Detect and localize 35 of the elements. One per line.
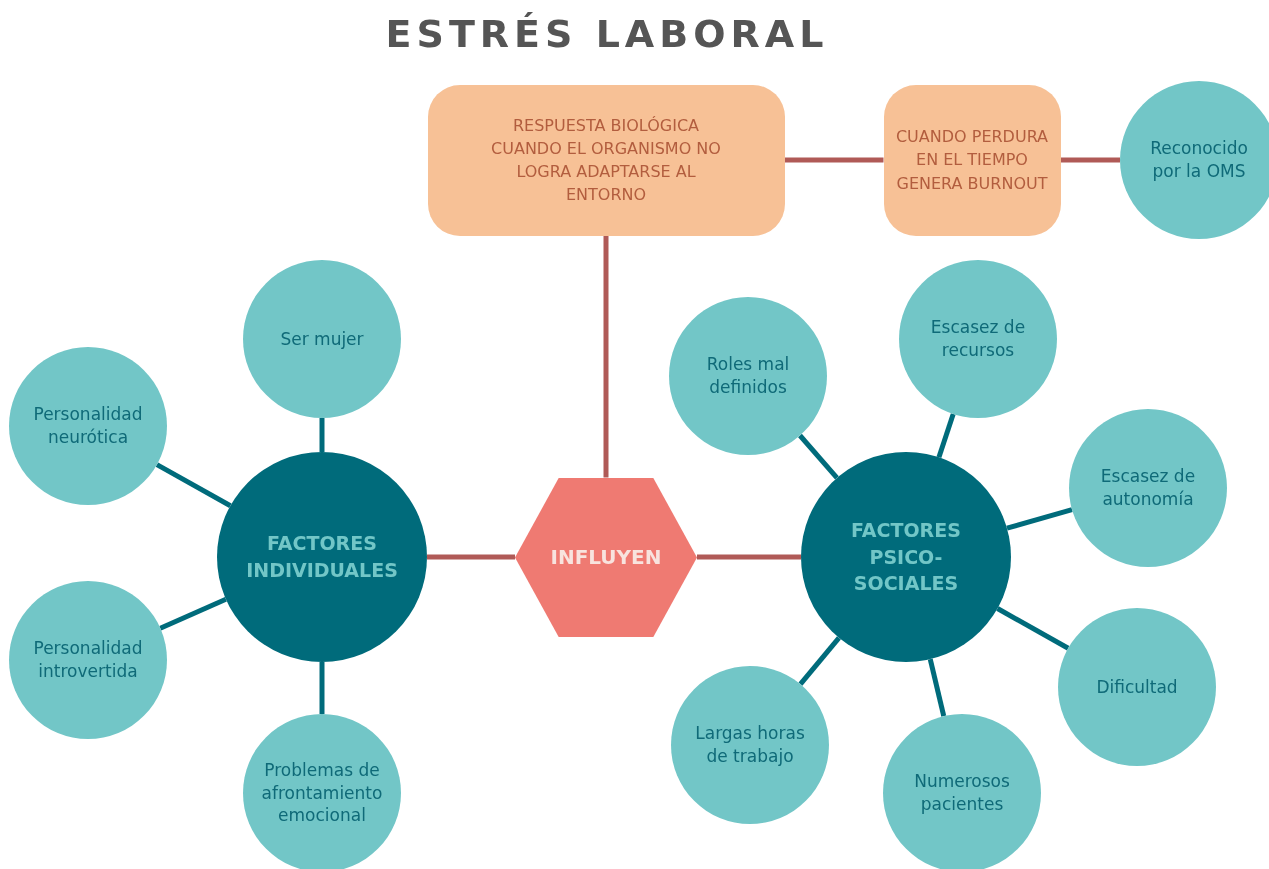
node-label: Personalidad introvertida <box>32 637 144 683</box>
connector-line <box>427 554 515 560</box>
connector-line <box>996 606 1070 651</box>
node-label: Roles mal definidos <box>705 353 791 399</box>
connector-line <box>798 433 839 480</box>
node-label: FACTORES INDIVIDUALES <box>245 531 399 583</box>
connector-line <box>798 636 841 686</box>
node-label: Personalidad neurótica <box>32 403 144 449</box>
node-label: Ser mujer <box>279 327 365 351</box>
node-label: Numerosos pacientes <box>913 770 1011 816</box>
connector-line <box>159 597 227 631</box>
connector-line <box>155 462 232 508</box>
connector-line <box>1006 507 1073 531</box>
concept-box <box>883 84 1061 236</box>
node-label: RESPUESTA BIOLÓGICA CUANDO EL ORGANISMO NO LOGRA ADAPTARSE AL ENTORNO <box>490 114 722 207</box>
node-label: CUANDO PERDURA EN EL TIEMPO GENERA BURNOUT <box>894 126 1050 195</box>
node-label: Reconocido por la OMS <box>1149 137 1249 183</box>
node-label: INFLUYEN <box>549 545 663 569</box>
diagram-title: ESTRÉS LABORAL <box>385 12 829 56</box>
connector-line <box>936 413 956 459</box>
connector-line <box>784 157 884 163</box>
node-label: Escasez de recursos <box>929 316 1027 362</box>
hexagon-node <box>515 477 697 637</box>
node-label: Escasez de autonomía <box>1099 465 1197 511</box>
node-label: Largas horas de trabajo <box>694 722 806 768</box>
connector-line <box>927 658 947 717</box>
connector-line <box>319 418 325 452</box>
node-label: Dificultad <box>1095 675 1179 699</box>
node-label: FACTORES PSICO- SOCIALES <box>851 518 961 597</box>
connector-line <box>697 554 801 560</box>
connector-line <box>319 662 325 714</box>
connector-line <box>1060 157 1120 163</box>
concept-box <box>427 84 785 236</box>
connector-line <box>603 235 609 478</box>
node-label: Problemas de afrontamiento emocional <box>260 758 384 828</box>
